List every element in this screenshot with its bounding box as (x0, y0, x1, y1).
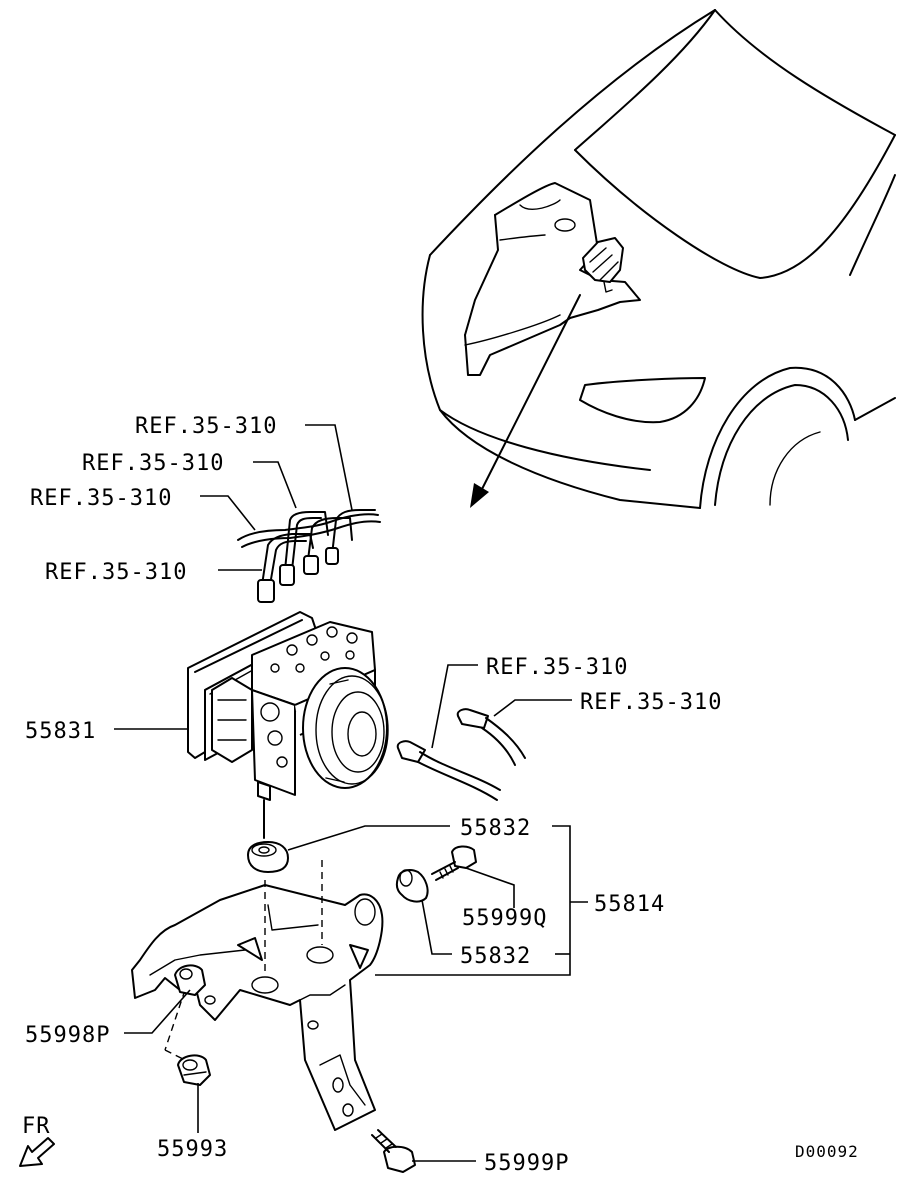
ref-label-5: REF.35-310 (486, 655, 628, 680)
nut-55993 (177, 1054, 211, 1086)
drawing-code: D00092 (795, 1142, 859, 1161)
part-label-55993: 55993 (157, 1137, 228, 1162)
front-direction-arrow-icon (19, 1137, 55, 1167)
bolt-55999p (371, 1129, 416, 1173)
leader-lines (114, 424, 588, 1162)
part-label-55998p: 55998P (25, 1023, 110, 1048)
vehicle-front-outline (421, 9, 896, 509)
part-label-55999p: 55999P (484, 1151, 569, 1176)
abs-hydraulic-unit-55831 (187, 611, 389, 839)
ref-label-3: REF.35-310 (30, 486, 172, 511)
ref-label-4: REF.35-310 (45, 560, 187, 585)
part-label-55832-bottom: 55832 (460, 944, 531, 969)
part-label-55999q: 55999Q (462, 906, 547, 931)
bracket-55814 (131, 884, 384, 1131)
part-label-55832-top: 55832 (460, 816, 531, 841)
grommet-55832-top (247, 841, 289, 873)
bolt-55999q (431, 845, 477, 881)
nut-55998p (174, 964, 206, 996)
ref-label-1: REF.35-310 (135, 414, 277, 439)
ref-label-2: REF.35-310 (82, 451, 224, 476)
part-label-55831: 55831 (25, 719, 96, 744)
part-label-55814: 55814 (594, 892, 665, 917)
brake-lines-right (396, 708, 526, 801)
brake-lines (237, 509, 381, 603)
ref-label-6: REF.35-310 (580, 690, 722, 715)
grommet-55832-side (395, 869, 429, 903)
front-label: FR (22, 1114, 51, 1139)
